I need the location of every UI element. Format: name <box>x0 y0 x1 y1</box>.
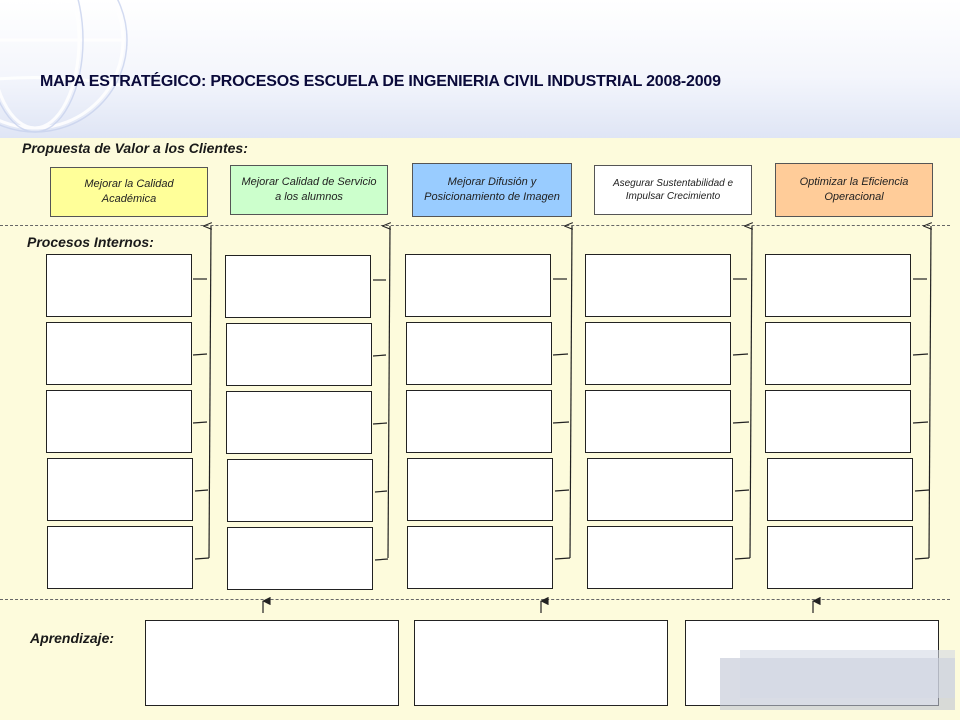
process-box <box>767 526 913 589</box>
value-divider <box>0 225 950 226</box>
process-box <box>405 254 551 317</box>
process-box <box>225 255 371 318</box>
process-box <box>765 322 911 385</box>
process-box <box>407 458 553 521</box>
value-section-label: Propuesta de Valor a los Clientes: <box>22 140 248 156</box>
process-box <box>47 458 193 521</box>
page-title: MAPA ESTRATÉGICO: PROCESOS ESCUELA DE IN… <box>40 73 721 90</box>
value-prop-5: Optimizar la Eficiencia Operacional <box>775 163 933 217</box>
process-box <box>765 390 911 453</box>
learning-box <box>414 620 668 706</box>
value-prop-2: Mejorar Calidad de Servicio a los alumno… <box>230 165 388 215</box>
processes-section-label: Procesos Internos: <box>27 234 154 250</box>
process-box <box>46 322 192 385</box>
process-box <box>406 322 552 385</box>
process-box <box>226 391 372 454</box>
process-box <box>585 390 731 453</box>
process-box <box>406 390 552 453</box>
process-box <box>585 322 731 385</box>
learning-divider <box>0 599 950 600</box>
value-prop-3: Mejorar Difusión y Posicionamiento de Im… <box>412 163 572 217</box>
process-box <box>227 459 373 522</box>
process-box <box>46 390 192 453</box>
value-prop-4: Asegurar Sustentabilidad e Impulsar Crec… <box>594 165 752 215</box>
process-box <box>587 458 733 521</box>
process-box <box>587 526 733 589</box>
process-box <box>226 323 372 386</box>
process-box <box>46 254 192 317</box>
process-box <box>585 254 731 317</box>
process-box <box>765 254 911 317</box>
process-box <box>767 458 913 521</box>
learning-box <box>145 620 399 706</box>
corner-decoration <box>720 650 955 710</box>
process-box <box>47 526 193 589</box>
process-box <box>227 527 373 590</box>
learning-section-label: Aprendizaje: <box>30 630 115 646</box>
header-band <box>0 0 960 138</box>
value-prop-1: Mejorar la Calidad Académica <box>50 167 208 217</box>
process-box <box>407 526 553 589</box>
globe-icon <box>0 0 128 133</box>
